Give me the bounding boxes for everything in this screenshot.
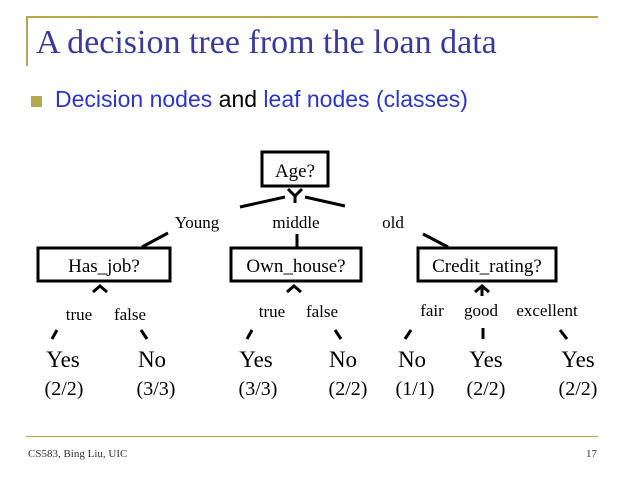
subtitle-decision-nodes: Decision nodes (55, 86, 213, 112)
leaf-3: Yes (3/3) (239, 347, 278, 400)
tick-leaf-4 (333, 329, 343, 340)
root-right-branch (304, 195, 346, 208)
bullet-square-icon (31, 96, 42, 107)
slide-title: A decision tree from the loan data (36, 24, 497, 61)
edge-label-fair: fair (420, 301, 444, 320)
page-number: 17 (586, 448, 597, 460)
edge-label-own-house-false: false (306, 302, 338, 321)
leaf-4-count: (2/2) (329, 378, 368, 400)
leaf-5-class: No (398, 347, 426, 372)
subtitle-and: and (218, 86, 258, 112)
edge-label-good: good (464, 301, 499, 320)
leaf-2-count: (3/3) (137, 378, 176, 400)
leaf-2: No (3/3) (137, 347, 176, 400)
tick-leaf-2 (139, 329, 149, 340)
has-job-arrowhead (92, 284, 108, 294)
leaf-7-count: (2/2) (559, 378, 598, 400)
leaf-7: Yes (2/2) (559, 347, 598, 400)
leaf-4: No (2/2) (329, 347, 368, 400)
footer-course: CS583, Bing Liu, UIC (28, 448, 128, 460)
node-has-job-box (36, 246, 172, 283)
edge-label-own-house-true: true (259, 302, 285, 321)
leaf-5: No (1/1) (396, 347, 435, 400)
root-node-box (260, 150, 330, 188)
node-credit-rating-box (416, 246, 558, 283)
root-arrowhead (286, 187, 304, 199)
leaf-3-count: (3/3) (239, 378, 278, 400)
leaf-5-count: (1/1) (396, 378, 435, 400)
node-own-house-box (229, 246, 363, 283)
node-has-job-label: Has_job? (68, 256, 140, 277)
root-node-label: Age? (275, 161, 315, 182)
branch-old (422, 232, 449, 249)
leaf-1: Yes (2/2) (45, 347, 84, 400)
tick-leaf-3 (245, 329, 254, 340)
leaf-3-class: Yes (239, 347, 273, 372)
leaf-6: Yes (2/2) (467, 347, 506, 400)
leaf-1-class: Yes (46, 347, 80, 372)
frame-left-rule (26, 16, 28, 66)
edge-label-has-job-false: false (114, 305, 146, 324)
slide-subtitle: Decision nodes and leaf nodes (classes) (55, 86, 468, 113)
frame-bottom-rule (26, 436, 598, 437)
tick-leaf-5 (403, 329, 413, 340)
tick-leaf-1 (50, 329, 59, 340)
leaf-1-count: (2/2) (45, 378, 84, 400)
edge-label-excellent: excellent (516, 301, 578, 320)
edge-label-middle: middle (272, 213, 319, 232)
leaf-2-class: No (138, 347, 166, 372)
edge-label-has-job-true: true (66, 305, 92, 324)
leaf-6-class: Yes (469, 347, 503, 372)
root-left-branch (239, 195, 286, 209)
leaf-7-class: Yes (561, 347, 595, 372)
frame-top-rule (26, 16, 598, 18)
node-credit-rating-label: Credit_rating? (432, 256, 542, 277)
edge-label-old: old (382, 213, 404, 232)
edge-label-young: Young (175, 213, 220, 232)
leaf-4-class: No (329, 347, 357, 372)
leaf-6-count: (2/2) (467, 378, 506, 400)
tick-leaf-7 (558, 329, 569, 340)
subtitle-leaf-nodes: leaf nodes (classes) (263, 86, 468, 112)
branch-young (141, 231, 169, 249)
node-own-house-label: Own_house? (246, 256, 345, 277)
own-house-arrowhead (286, 284, 302, 294)
